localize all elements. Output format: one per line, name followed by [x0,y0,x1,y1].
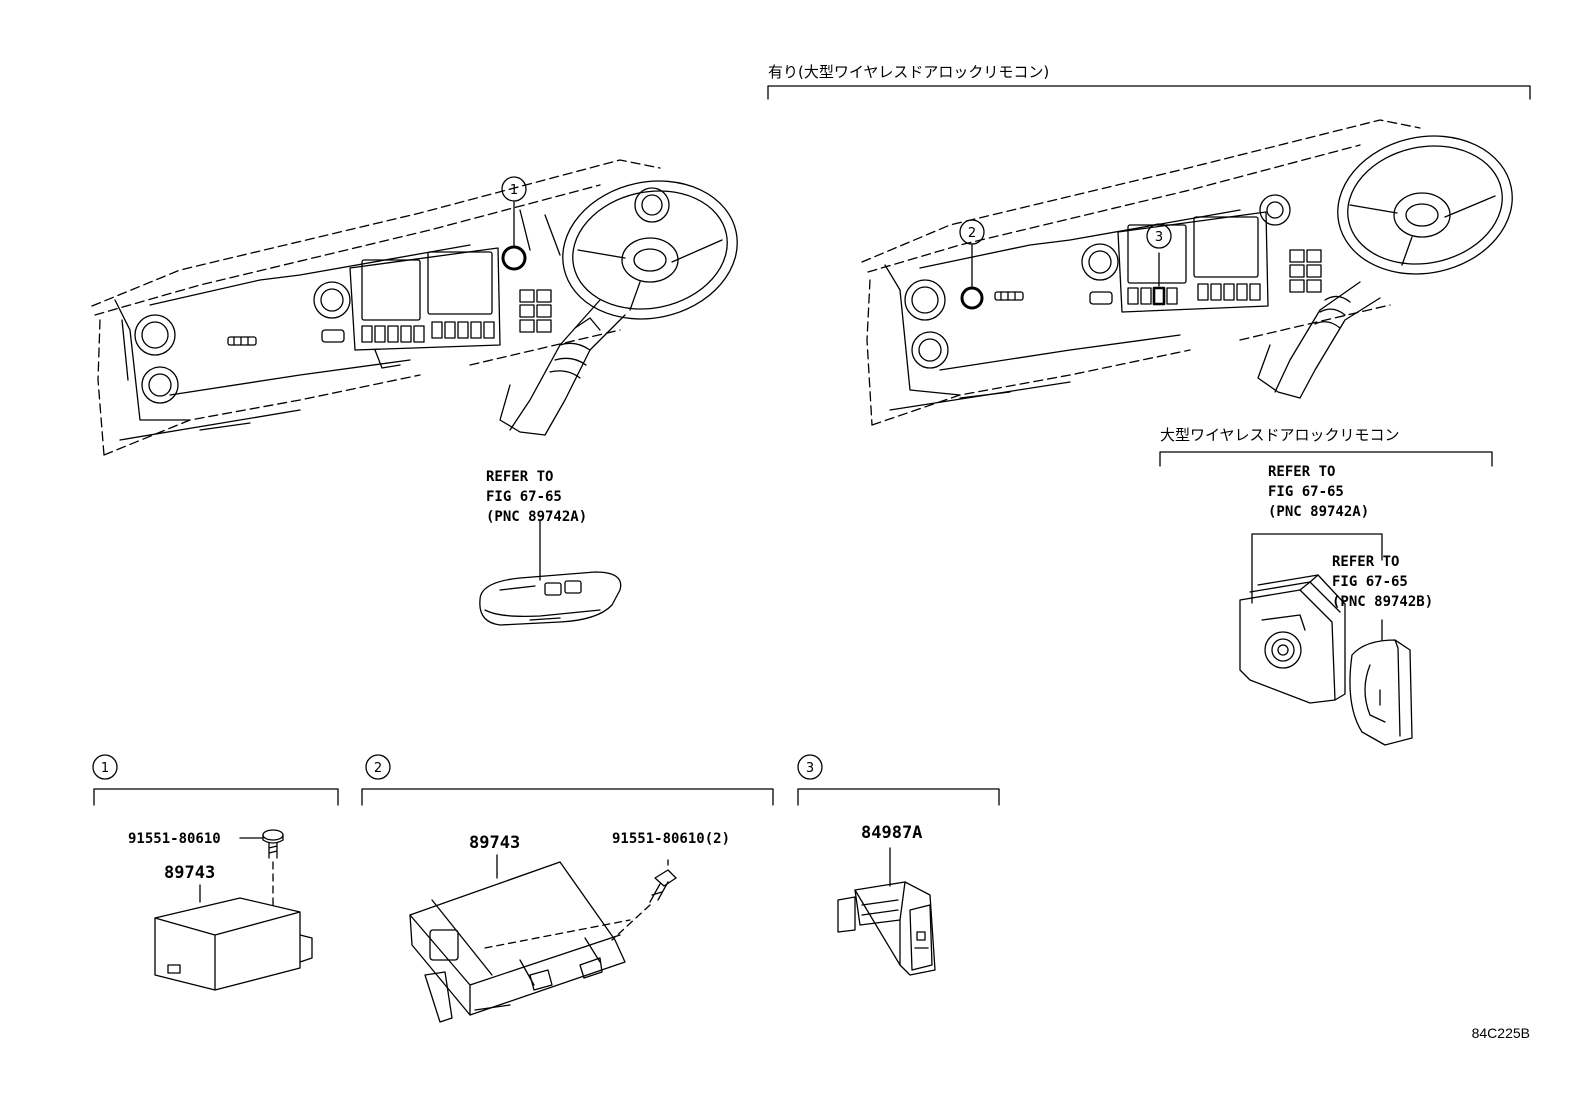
section-2-unit-part: 89743 [469,833,520,853]
section-1-bolt-part: 91551-80610 [128,831,221,847]
section-2-bracket [361,754,774,806]
section-1-callout: 1 [101,761,109,776]
refer-left-line2: FIG 67-65 [486,489,562,505]
remote-transmitter [1239,533,1383,704]
section-3-callout: 3 [806,761,814,776]
refer-right-a-line3: (PNC 89742A) [1268,504,1369,520]
refer-right-b-line2: FIG 67-65 [1332,574,1408,590]
figure-code: 84C225B [1472,1025,1530,1041]
section-3-switch-part: 84987A [861,823,922,843]
refer-left-line1: REFER TO [486,469,553,485]
option-bracket [767,85,1531,100]
section-3-bracket [797,754,1000,806]
callout-2-dash [959,219,985,245]
callout-3-dash [1146,223,1172,249]
refer-right-a-line2: FIG 67-65 [1268,484,1344,500]
option-label: 有り(大型ワイヤレスドアロックリモコン) [768,63,1049,81]
dashboard-left [91,159,738,456]
callout-1-label: 1 [510,183,518,198]
refer-right-b-line1: REFER TO [1332,554,1399,570]
refer-right-b-line3: (PNC 89742B) [1332,594,1433,610]
remote-group-bracket [1159,451,1493,467]
section-1-bracket [92,754,339,806]
receiver-unit-1 [154,884,313,991]
receiver-unit-2 [409,854,631,1023]
callout-2-dash-label: 2 [968,226,976,241]
callout-1-dash [501,176,527,202]
bolt-1 [239,829,284,911]
bolt-2 [611,859,677,941]
dashboard-right [861,119,1513,426]
section-1-unit-part: 89743 [164,863,215,883]
refer-left-line3: (PNC 89742A) [486,509,587,525]
section-2-callout: 2 [374,761,382,776]
remote-cover [1349,619,1413,746]
section-2-bolt-part: 91551-80610(2) [612,831,730,847]
callout-3-dash-label: 3 [1155,230,1163,245]
remote-switch [837,847,936,976]
remote-group-label: 大型ワイヤレスドアロックリモコン [1160,426,1400,444]
refer-right-a-line1: REFER TO [1268,464,1335,480]
key-fob-left [479,519,622,626]
